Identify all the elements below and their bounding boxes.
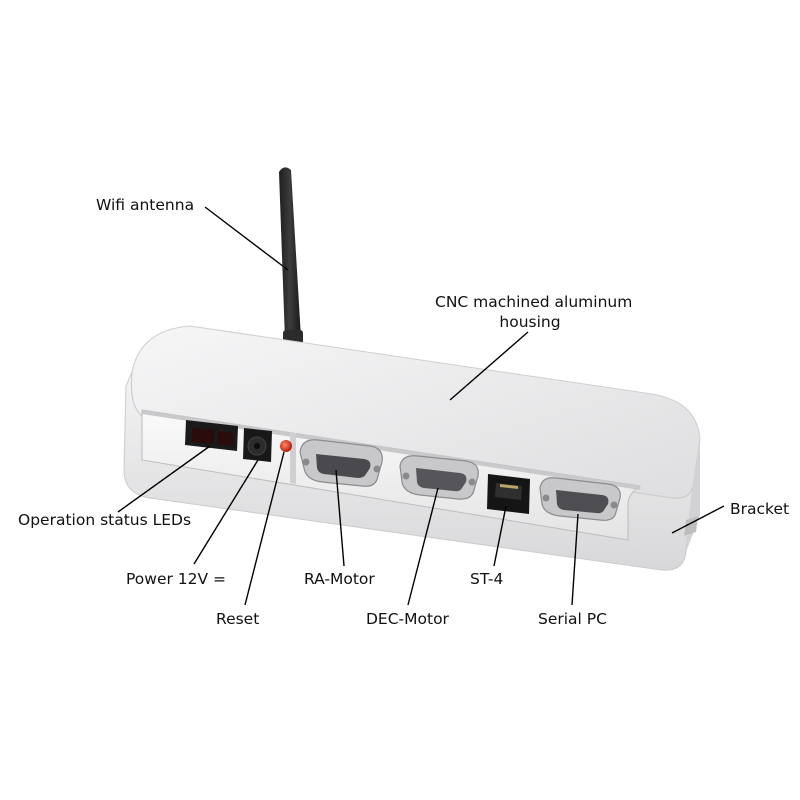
label-serial-pc: Serial PC [538,610,607,628]
reset-button [280,440,292,452]
leader-housing [449,331,529,401]
leader-power [193,459,259,565]
leader-serial-pc [571,513,579,606]
power-jack [243,428,272,462]
label-st4: ST-4 [470,570,504,588]
status-leds [185,420,238,451]
label-status-leds: Operation status LEDs [18,511,192,529]
st4-port [487,474,530,514]
leader-status-leds [117,445,211,513]
leader-lines [117,206,725,606]
label-wifi-antenna: Wifi antenna [96,196,195,214]
leader-wifi-antenna [204,206,289,271]
serial-pc-port [539,477,621,521]
ra-motor-port [299,439,383,487]
label-bracket: Bracket [730,500,790,518]
leader-st4 [493,505,507,567]
label-housing-line2: housing [499,313,561,331]
label-power: Power 12V = [126,570,227,588]
leader-reset [244,451,285,606]
label-dec-motor: DEC-Motor [366,610,449,628]
wifi-antenna [279,167,303,344]
label-ra-motor: RA-Motor [304,570,375,588]
dec-motor-port [399,455,479,500]
label-housing-line1: CNC machined aluminum [435,293,633,311]
leader-bracket [671,505,725,534]
leader-ra-motor [335,469,345,567]
label-reset: Reset [216,610,260,628]
label-housing: CNC machined aluminum housing [435,292,633,332]
leader-dec-motor [407,487,439,606]
